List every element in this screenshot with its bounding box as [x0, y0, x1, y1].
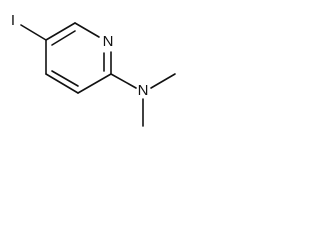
bond-amine-n-methyl-up: [150, 73, 176, 89]
double-bond-c5-c6: [51, 30, 76, 46]
bond-c2-c3: [77, 73, 112, 94]
bond-c6-n1: [74, 22, 100, 38]
double-bond-c3-c4: [51, 70, 79, 87]
atom-label-iodine: I: [11, 12, 15, 29]
atom-label-ring-nitrogen: N: [103, 33, 114, 50]
atom-label-amine-nitrogen: N: [138, 82, 149, 99]
bond-c5-c6: [45, 22, 76, 41]
bond-c3-c4: [45, 73, 79, 94]
bond-c2-amine-n: [110, 73, 137, 89]
bond-c5-iodine: [20, 24, 47, 41]
chemical-structure-diagram: I N N: [11, 12, 176, 127]
